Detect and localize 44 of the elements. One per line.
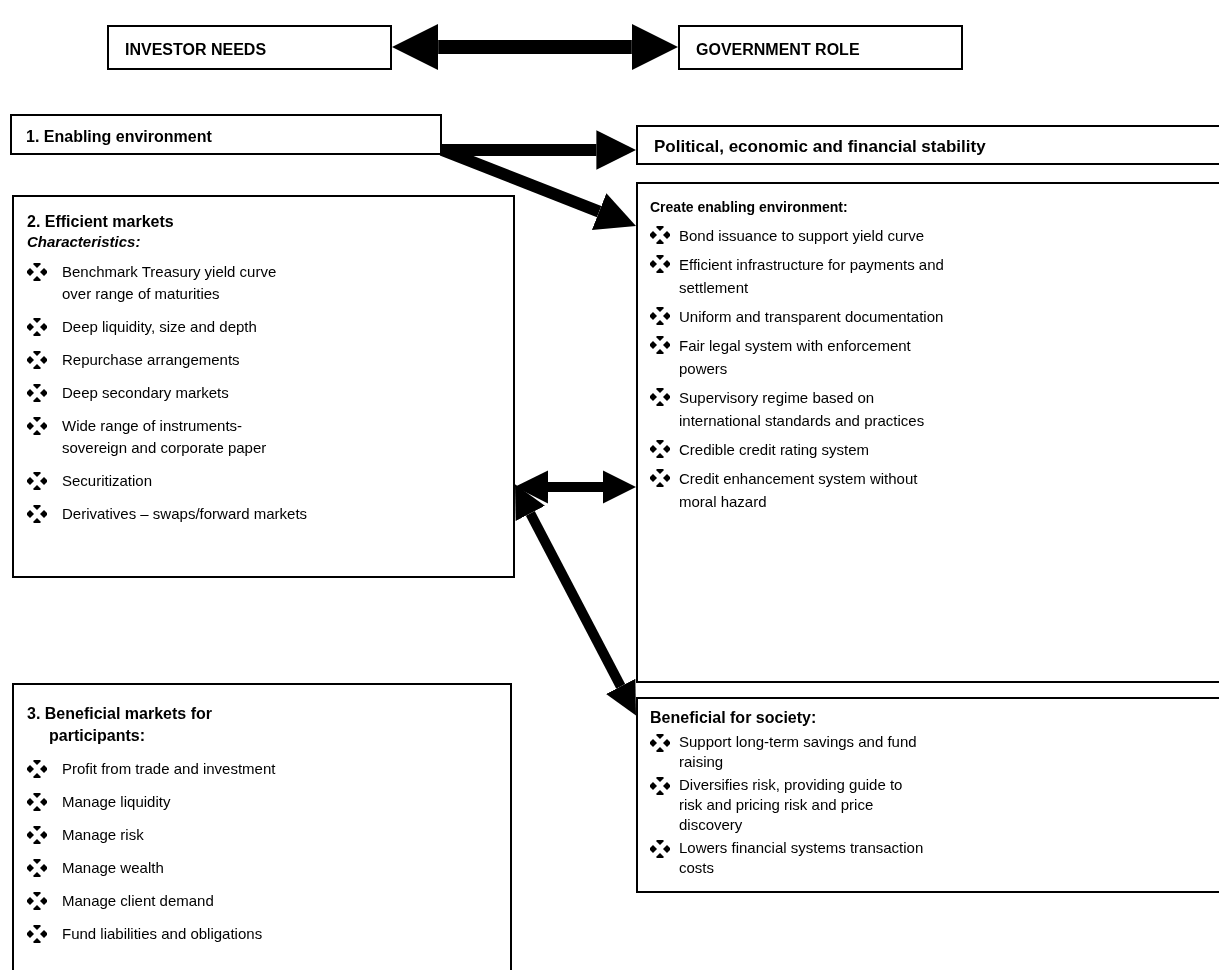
bullet-text: Fund liabilities and obligations — [62, 924, 264, 944]
text-box — [636, 182, 1219, 683]
box-heading: 1. Enabling environment — [26, 127, 213, 147]
bullet-text: Manage client demand — [62, 891, 215, 911]
double-arrow — [515, 484, 636, 716]
box-heading: 3. Beneficial markets for participants: — [27, 704, 213, 746]
double-arrow — [515, 470, 636, 504]
box-heading: Create enabling environment: — [650, 198, 849, 217]
box-heading: GOVERNMENT ROLE — [696, 40, 861, 60]
box-heading: 2. Efficient markets — [27, 212, 175, 232]
bullet-text: Repurchase arrangements — [62, 350, 241, 370]
bullet-text: Supervisory regime based on international standards and practices — [679, 388, 926, 431]
bullet-text: Fair legal system with enforcement powers — [679, 336, 912, 379]
bullet-text: Bond issuance to support yield curve — [679, 226, 926, 246]
text-box — [10, 114, 442, 155]
bullet-text: Securitization — [62, 471, 154, 491]
bullet-text: Wide range of instruments- sovereign and corporate paper — [62, 416, 268, 458]
text-box — [636, 697, 1219, 893]
bullet-text: Uniform and transparent documentation — [679, 307, 945, 327]
bullet-text: Efficient infrastructure for payments and settlement — [679, 255, 945, 298]
box-heading: Political, economic and financial stability — [654, 136, 987, 158]
bullet-text: Lowers financial systems transaction costs — [679, 838, 925, 878]
bullet-text: Credible credit rating system — [679, 440, 871, 460]
text-box — [12, 195, 515, 578]
bullet-text: Manage liquidity — [62, 792, 172, 812]
box-heading: INVESTOR NEEDS — [125, 40, 268, 60]
bullet-text: Diversifies risk, providing guide to risk and pricing risk and price discovery — [679, 775, 904, 835]
bullet-text: Manage risk — [62, 825, 145, 845]
text-box — [636, 125, 1219, 165]
bullet-text: Support long-term savings and fund raising — [679, 732, 918, 772]
bullet-text: Credit enhancement system without moral hazard — [679, 469, 919, 512]
bullet-text: Deep secondary markets — [62, 383, 230, 403]
subheading: Characteristics: — [27, 233, 142, 250]
bullet-text: Benchmark Treasury yield curve over range of maturities — [62, 262, 278, 304]
arrow — [442, 130, 636, 170]
bullet-text: Manage wealth — [62, 858, 165, 878]
bullet-text: Derivatives – swaps/forward markets — [62, 504, 308, 524]
text-box — [107, 25, 392, 70]
bullet-text: Deep liquidity, size and depth — [62, 317, 258, 337]
text-box — [12, 683, 512, 970]
box-heading: Beneficial for society: — [650, 708, 818, 728]
text-box — [678, 25, 963, 70]
double-arrow — [392, 23, 678, 71]
bullet-text: Profit from trade and investment — [62, 759, 277, 779]
